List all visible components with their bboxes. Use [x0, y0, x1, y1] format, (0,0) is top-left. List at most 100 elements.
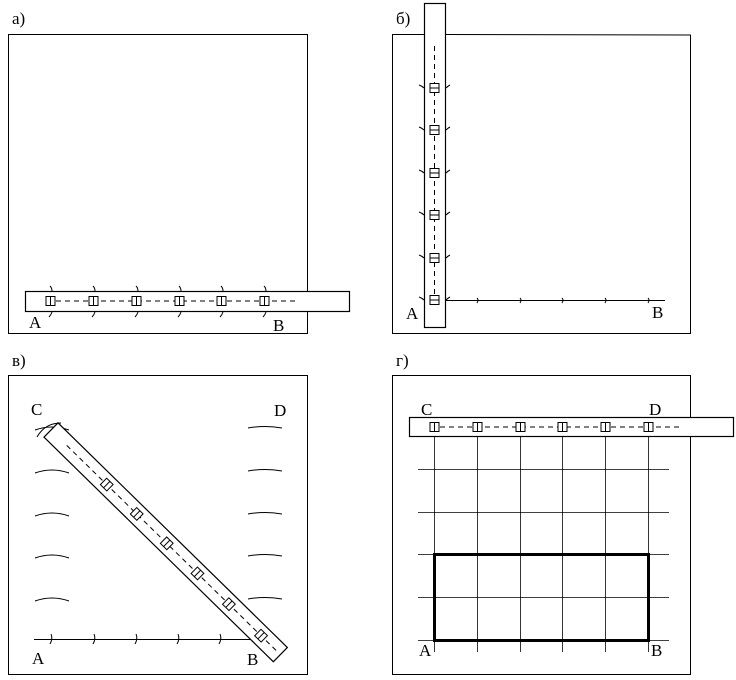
tick-mark — [445, 254, 451, 259]
diagonal-ruler — [43, 422, 289, 663]
point-a: A — [406, 304, 419, 323]
tick-mark — [48, 311, 53, 318]
ruler-marker — [259, 296, 270, 306]
tick-mark — [418, 126, 425, 131]
tick-mark — [418, 169, 425, 174]
tick-mark — [134, 633, 138, 645]
ruler-body — [43, 422, 289, 663]
ruler-marker — [643, 422, 654, 432]
arc-mark — [247, 426, 283, 429]
tick-mark — [176, 633, 180, 645]
ruler-marker — [190, 566, 205, 581]
point-d: D — [274, 401, 286, 420]
ruler-marker — [429, 168, 440, 178]
ruler-marker — [159, 536, 174, 551]
tick-mark — [418, 254, 425, 259]
ruler-marker — [429, 210, 440, 220]
tick-mark — [178, 285, 182, 292]
tick-mark — [135, 285, 139, 292]
ruler-marker — [429, 295, 440, 305]
tick-mark — [91, 311, 96, 318]
tick-mark — [263, 285, 267, 292]
arc-mark — [34, 597, 70, 602]
point-b: B — [652, 303, 663, 322]
tick-mark — [92, 285, 96, 292]
ruler-marker — [88, 296, 99, 306]
marker-line — [103, 481, 111, 489]
point-a: A — [29, 313, 42, 332]
arc-mark — [247, 512, 283, 515]
ruler-marker — [45, 296, 56, 306]
point-b: B — [651, 641, 662, 660]
tick-mark — [604, 297, 607, 304]
panel-a-label: а) — [12, 9, 25, 28]
ruler-marker — [557, 422, 568, 432]
tick-mark — [418, 296, 425, 301]
panel-b-label: б) — [396, 9, 410, 28]
tick-mark — [519, 297, 522, 304]
tick-mark — [647, 297, 650, 304]
tick-mark — [49, 285, 53, 292]
tick-mark — [134, 311, 139, 318]
ruler-marker — [221, 597, 236, 612]
point-c: C — [31, 400, 42, 419]
tick-mark — [445, 296, 451, 301]
field-box — [8, 34, 308, 334]
ruler-axis — [66, 445, 279, 653]
point-d: D — [649, 400, 661, 419]
point-b: B — [273, 316, 284, 335]
panel-v-label: в) — [12, 351, 26, 370]
panel-g: г) C D A B — [392, 351, 735, 675]
tick-mark — [262, 311, 267, 318]
tick-mark — [177, 311, 182, 318]
ruler-marker — [429, 253, 440, 263]
ruler-marker — [600, 422, 611, 432]
ruler-marker — [253, 628, 269, 643]
point-a: A — [419, 641, 432, 660]
field-box — [392, 34, 691, 334]
ruler-marker — [131, 296, 142, 306]
tick-mark — [445, 84, 451, 89]
tick-mark — [445, 126, 451, 131]
arc-mark — [34, 469, 70, 474]
panel-b: б) A B — [392, 2, 691, 334]
tick-mark — [219, 311, 224, 318]
marker-line — [225, 600, 233, 608]
panel-v: в) C D A B — [8, 351, 308, 675]
ruler-marker — [472, 422, 483, 432]
tick-mark — [445, 211, 451, 216]
arc-mark — [247, 554, 283, 557]
marker-line — [133, 510, 141, 518]
panel-g-label: г) — [396, 351, 409, 370]
arc-mark — [34, 426, 70, 431]
ruler-marker — [216, 296, 227, 306]
marker-line — [257, 632, 265, 640]
tick-mark — [220, 285, 224, 292]
arc-mark — [247, 469, 283, 472]
arc-mark — [247, 597, 283, 600]
tick-mark — [418, 84, 425, 89]
point-b: B — [247, 650, 258, 669]
arc-mark — [34, 512, 70, 517]
marker-line — [163, 539, 171, 547]
ruler-marker — [429, 83, 440, 93]
ruler-marker — [99, 477, 114, 492]
ruler-marker — [429, 422, 440, 432]
ruler-marker — [429, 125, 440, 135]
tick-mark — [445, 169, 451, 174]
ruler-marker — [515, 422, 526, 432]
panel-a: а) A B — [8, 9, 351, 335]
point-a: A — [32, 649, 45, 668]
tick-mark — [418, 211, 425, 216]
tick-mark — [49, 633, 53, 645]
ruler-marker — [174, 296, 185, 306]
arc-mark — [34, 554, 70, 559]
tick-mark — [476, 297, 479, 304]
plot-rectangle — [433, 553, 650, 642]
tick-mark — [218, 633, 222, 645]
ruler-marker — [129, 506, 144, 522]
marker-line — [193, 569, 201, 577]
field-box — [392, 375, 691, 675]
point-c: C — [421, 400, 432, 419]
